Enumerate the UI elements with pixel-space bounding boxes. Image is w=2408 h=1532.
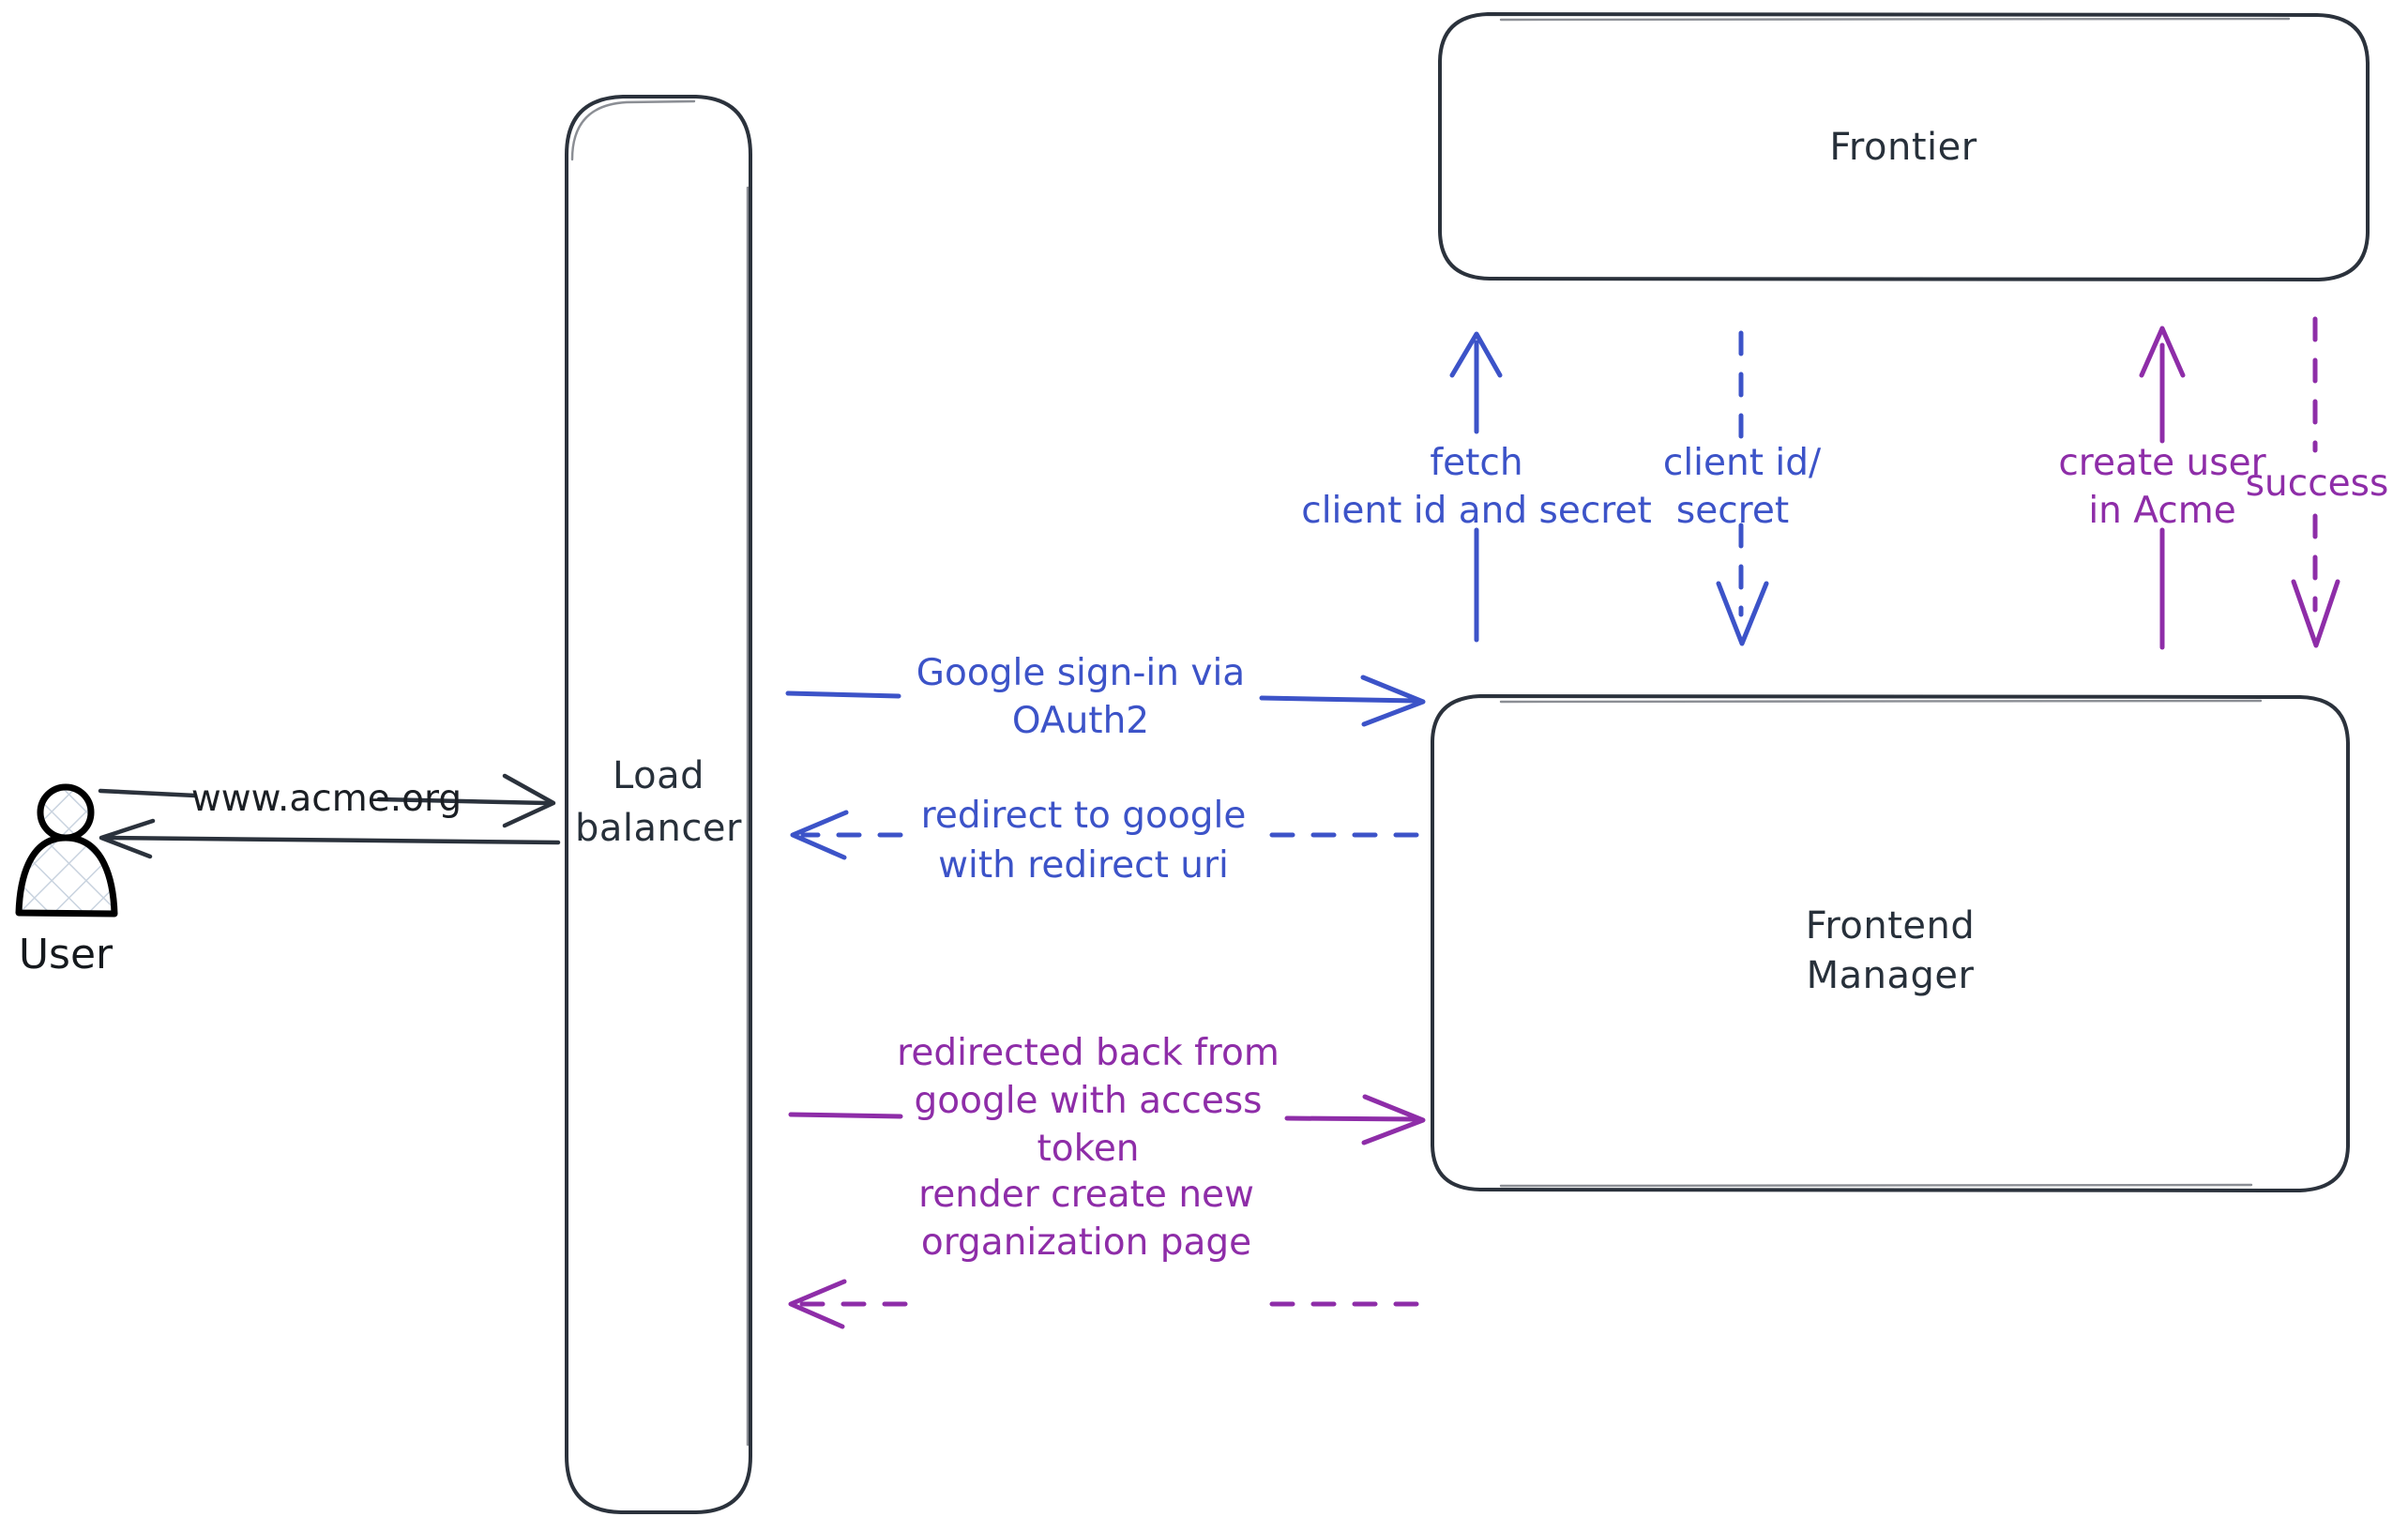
edge-google-signin <box>785 675 1426 727</box>
edge-success <box>2291 316 2340 648</box>
node-label-frontend-manager-line1: Frontend <box>1806 904 1976 948</box>
edge-label-access-token-line1: redirected back from <box>897 1032 1280 1074</box>
edge-label-client-id-line2: secret <box>1676 490 1789 532</box>
edge-label-redirect-google-line2: with redirect uri <box>938 844 1229 887</box>
edge-user-to-load-balancer <box>98 773 556 828</box>
edge-redirect-to-google <box>790 810 1419 860</box>
edge-fetch-client-id <box>1449 331 1503 643</box>
node-frontend-manager[interactable] <box>1431 694 2350 1192</box>
edge-label-client-id-line1: client id/ <box>1663 442 1822 484</box>
edge-label-redirect-google-line1: redirect to google <box>921 795 1247 837</box>
edge-render-create-org <box>788 1279 1419 1329</box>
edge-label-render-org-line2: organization page <box>921 1221 1251 1264</box>
edge-create-user-in-acme <box>2139 326 2186 650</box>
edge-client-id-secret <box>1716 330 1769 646</box>
edge-label-access-token-line2: google with access <box>914 1080 1262 1122</box>
edge-label-www-acme-org: www.acme.org <box>191 778 462 820</box>
edge-label-google-signin-line2: OAuth2 <box>1012 700 1149 742</box>
edge-label-create-user-line2: in Acme <box>2088 490 2235 532</box>
edge-label-fetch-line2: client id and secret <box>1301 490 1652 532</box>
node-load-balancer[interactable] <box>565 95 752 1514</box>
user-person-icon <box>15 783 118 918</box>
edge-label-success: success <box>2246 463 2389 505</box>
edge-label-render-org-line1: render create new <box>918 1174 1254 1216</box>
node-label-frontier: Frontier <box>1829 126 1976 169</box>
edge-load-balancer-to-user <box>98 818 561 859</box>
user-label: User <box>19 931 114 978</box>
edge-label-create-user-line1: create user <box>2058 442 2266 484</box>
node-label-load-balancer-line2: balancer <box>575 807 742 850</box>
edge-label-google-signin-line1: Google sign-in via <box>916 652 1245 694</box>
edge-redirected-back-token <box>788 1094 1426 1145</box>
edge-label-fetch-line1: fetch <box>1430 442 1522 484</box>
node-frontier[interactable] <box>1438 12 2370 281</box>
node-label-frontend-manager-line2: Manager <box>1807 954 1975 997</box>
node-label-load-balancer-line1: Load <box>613 754 704 797</box>
edge-label-access-token-line3: token <box>1037 1128 1139 1170</box>
